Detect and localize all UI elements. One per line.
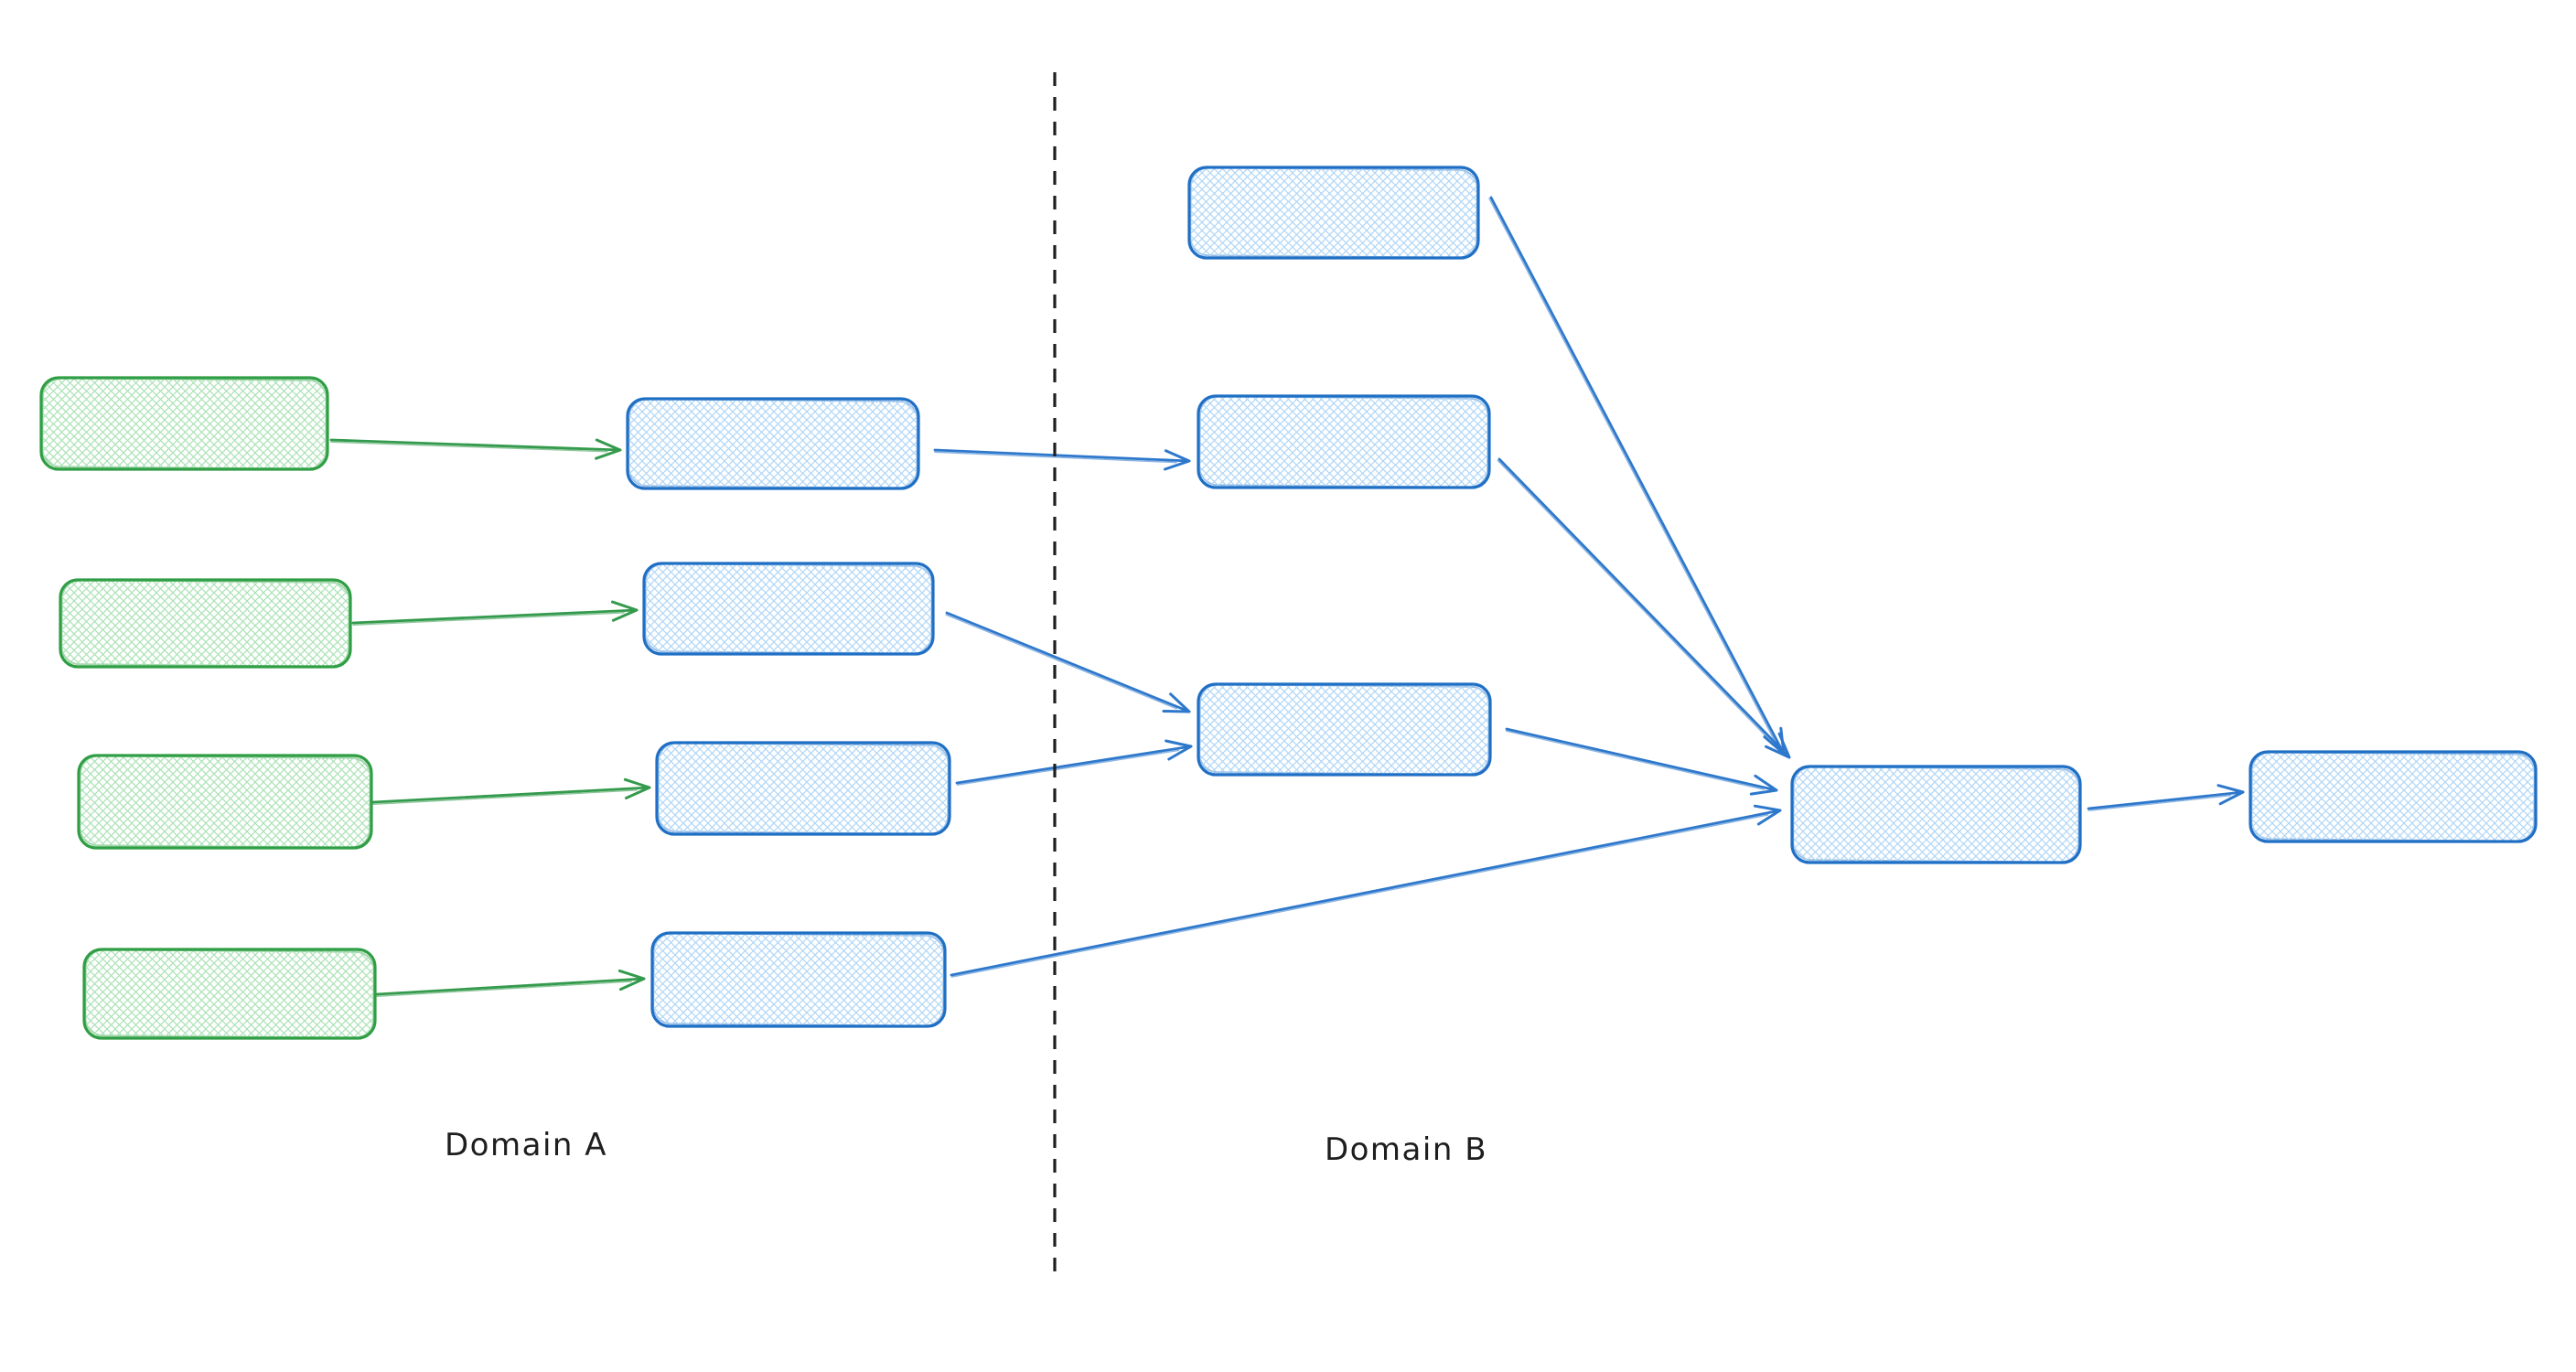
arrow-shaft	[955, 745, 1193, 785]
domain-a-label[interactable]: Domain A	[445, 1127, 607, 1163]
arrow-sketch-shaft	[2088, 794, 2232, 811]
arrow-sketch-shaft	[934, 451, 1177, 464]
arrow-b-node-2-to-hub[interactable]	[1497, 457, 1791, 759]
node-domain-a-node-4[interactable]	[650, 931, 947, 1028]
arrowhead	[1165, 739, 1193, 761]
arrow-a-node-2-to-b-node-3[interactable]	[945, 611, 1191, 713]
node-body	[77, 754, 373, 850]
node-domain-a-node-3[interactable]	[655, 741, 951, 836]
arrowhead	[1753, 804, 1782, 826]
arrow-shaft	[1497, 457, 1791, 759]
arrow-a-node-4-to-hub[interactable]	[950, 804, 1782, 978]
arrowhead	[1164, 449, 1191, 471]
node-body	[59, 578, 352, 669]
nodes-layer	[39, 166, 2538, 1040]
node-domain-b-hub[interactable]	[1790, 765, 2082, 864]
node-body	[1187, 166, 1480, 260]
node-body	[82, 948, 377, 1040]
arrow-source-2-to-a-node-2[interactable]	[351, 600, 639, 626]
arrow-sketch-shaft	[330, 441, 608, 453]
arrow-sketch-shaft	[352, 612, 625, 626]
arrow-sketch-shaft	[1497, 459, 1780, 751]
arrow-a-node-1-to-b-node-2[interactable]	[933, 448, 1191, 471]
arrowhead	[623, 777, 651, 799]
arrowhead	[617, 969, 646, 991]
node-body	[2249, 750, 2538, 843]
arrow-source-3-to-a-node-3[interactable]	[371, 777, 651, 805]
arrowhead	[611, 600, 639, 622]
node-body	[39, 376, 329, 471]
arrow-source-1-to-a-node-1[interactable]	[329, 438, 622, 460]
node-body	[626, 397, 920, 490]
arrow-sketch-shaft	[1488, 198, 1777, 745]
node-domain-a-node-2[interactable]	[642, 562, 935, 656]
arrowhead	[1162, 692, 1191, 713]
edges-layer	[329, 196, 2245, 997]
arrow-a-node-3-to-b-node-3[interactable]	[955, 739, 1193, 786]
node-domain-b-node-2[interactable]	[1197, 394, 1491, 489]
node-body	[1197, 682, 1492, 777]
node-domain-a-source-4[interactable]	[82, 948, 377, 1040]
arrow-shaft	[945, 611, 1191, 713]
arrow-shaft	[375, 977, 646, 996]
node-domain-b-node-1[interactable]	[1187, 166, 1480, 260]
arrow-shaft	[1505, 727, 1778, 792]
node-domain-b-node-3[interactable]	[1197, 682, 1492, 777]
arrowhead	[595, 438, 622, 460]
node-domain-b-output[interactable]	[2249, 750, 2538, 843]
node-domain-a-node-1[interactable]	[626, 397, 920, 490]
arrow-hub-to-output[interactable]	[2087, 784, 2245, 811]
arrow-sketch-shaft	[950, 814, 1769, 978]
node-body	[655, 741, 951, 836]
node-domain-a-source-2[interactable]	[59, 578, 352, 669]
arrow-sketch-shaft	[1505, 730, 1765, 790]
arrow-shaft	[351, 608, 639, 625]
arrow-b-node-1-to-hub[interactable]	[1488, 196, 1786, 756]
arrowhead	[1765, 732, 1791, 759]
domain-b-label[interactable]: Domain B	[1325, 1131, 1487, 1168]
arrow-source-4-to-a-node-4[interactable]	[375, 969, 646, 997]
arrow-sketch-shaft	[376, 981, 632, 997]
arrow-shaft	[329, 438, 622, 452]
arrow-sketch-shaft	[372, 789, 638, 805]
arrow-shaft	[950, 809, 1782, 977]
node-body	[1790, 765, 2082, 864]
arrowhead	[2216, 784, 2245, 806]
node-domain-a-source-3[interactable]	[77, 754, 373, 850]
arrowhead	[1749, 774, 1778, 796]
node-body	[642, 562, 935, 656]
arrow-shaft	[2087, 790, 2245, 810]
arrow-sketch-shaft	[956, 749, 1180, 786]
node-body	[650, 931, 947, 1028]
node-domain-a-source-1[interactable]	[39, 376, 329, 471]
arrow-b-node-3-to-hub[interactable]	[1505, 727, 1778, 796]
arrow-shaft	[1489, 196, 1786, 756]
arrow-sketch-shaft	[945, 614, 1177, 710]
arrow-shaft	[371, 786, 651, 804]
node-body	[1197, 394, 1491, 489]
arrow-shaft	[933, 448, 1191, 463]
